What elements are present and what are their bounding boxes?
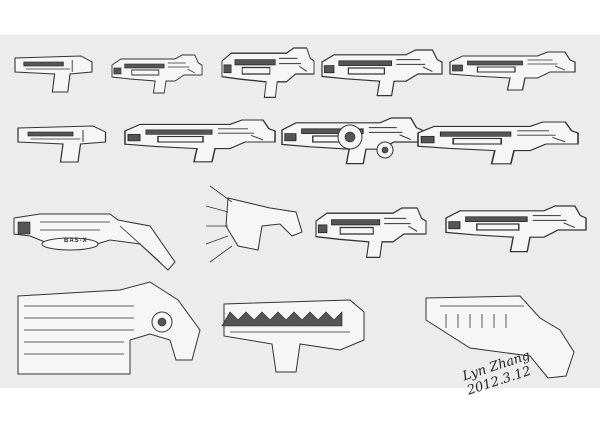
weapon-sketch <box>321 49 443 97</box>
weapon-sketch <box>445 205 587 253</box>
weapon-label: BAS-X <box>64 238 88 244</box>
weapon-sketch <box>417 121 579 165</box>
weapon-sketch <box>111 54 203 94</box>
weapon-sketch <box>221 299 365 373</box>
weapon-sketch <box>124 119 276 163</box>
weapon-sketch <box>17 281 201 375</box>
weapon-sketch <box>221 47 315 99</box>
weapon-sketch <box>315 207 427 259</box>
weapon-sketch <box>17 125 107 163</box>
weapon-sketch <box>425 295 575 379</box>
weapon-sketch <box>449 51 576 91</box>
weapon-sketch <box>205 185 303 263</box>
weapon-sketch <box>14 55 93 93</box>
weapon-sketch <box>281 117 423 165</box>
weapon-sketch-bas-x <box>13 213 176 271</box>
